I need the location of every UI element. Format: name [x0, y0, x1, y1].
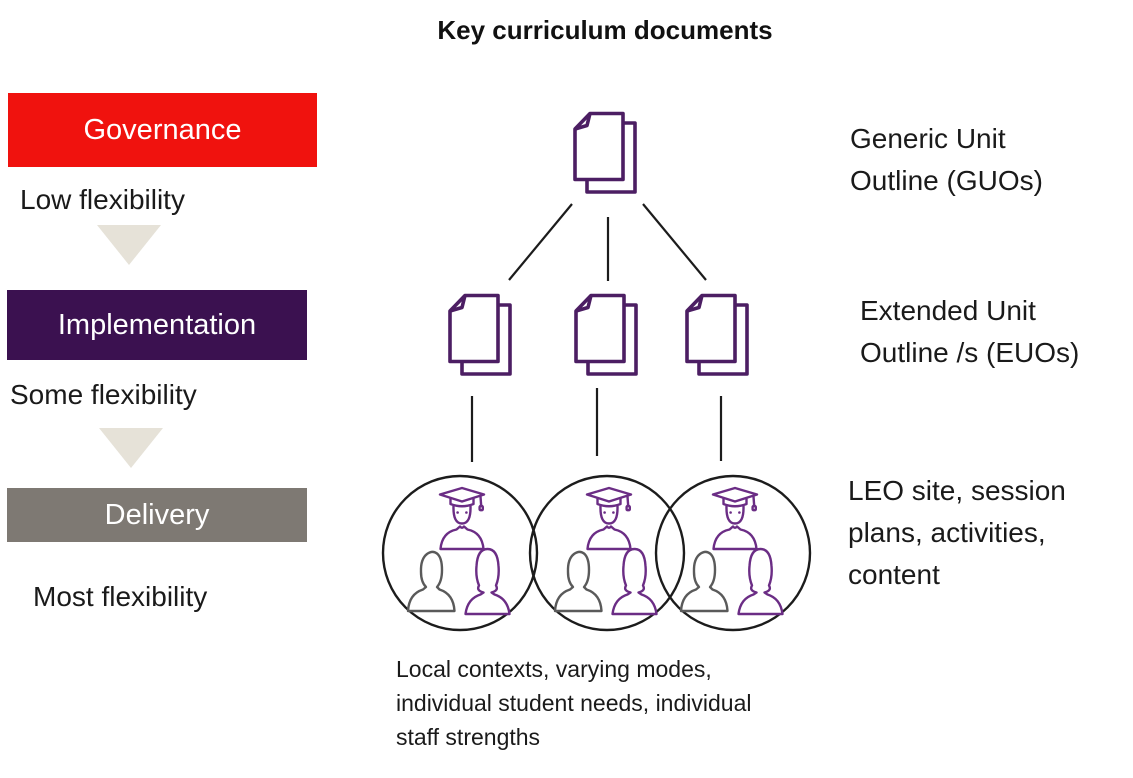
guo-label: Generic Unit Outline (GUOs) [850, 118, 1043, 202]
delivery-caption: Local contexts, varying modes, individua… [396, 652, 751, 754]
student-group-icon-3 [679, 486, 784, 616]
euo-document-icon-2 [574, 293, 638, 376]
flexibility-label-some: Some flexibility [10, 379, 197, 410]
flexibility-label-most: Most flexibility [33, 581, 208, 612]
student-group-icon-2 [553, 486, 658, 616]
guo-document-icon [573, 111, 637, 194]
cohort-circle-3 [654, 474, 812, 632]
stage-box-implementation: Implementation [7, 290, 307, 360]
cohort-circles [381, 474, 812, 632]
tree-connectors [470, 203, 723, 462]
euo-label: Extended Unit Outline /s (EUOs) [860, 290, 1079, 374]
caption-line1: Local contexts, varying modes, [396, 656, 712, 682]
leo-label-line2: plans, activities, [848, 517, 1046, 548]
caption-line3: staff strengths [396, 724, 541, 750]
stage-label-governance: Governance [83, 113, 242, 146]
leo-label-line3: content [848, 559, 940, 590]
connector-guo-euo3 [642, 203, 707, 281]
curriculum-tree-diagram [381, 111, 812, 632]
euo-document-icon-1 [448, 293, 512, 376]
student-group-icon-1 [406, 486, 511, 616]
stage-box-delivery: Delivery [7, 488, 307, 542]
stage-label-delivery: Delivery [104, 498, 210, 531]
euo-label-line2: Outline /s (EUOs) [860, 337, 1080, 368]
stage-label-implementation: Implementation [57, 308, 257, 341]
down-arrow-icon-2 [99, 428, 163, 468]
cohort-circle-2 [528, 474, 686, 632]
connector-guo-euo1 [508, 203, 573, 281]
page-title: Key curriculum documents [437, 15, 773, 45]
guo-label-line1: Generic Unit [850, 123, 1006, 154]
guo-label-line2: Outline (GUOs) [850, 165, 1043, 196]
cohort-circle-1 [381, 474, 539, 632]
leo-label: LEO site, session plans, activities, con… [848, 470, 1066, 596]
euo-document-icon-3 [685, 293, 749, 376]
euo-label-line1: Extended Unit [860, 295, 1036, 326]
flexibility-label-low: Low flexibility [20, 184, 185, 215]
caption-line2: individual student needs, individual [396, 690, 752, 716]
leo-label-line1: LEO site, session [848, 475, 1066, 506]
down-arrow-icon-1 [97, 225, 161, 265]
stage-box-governance: Governance [8, 93, 317, 167]
